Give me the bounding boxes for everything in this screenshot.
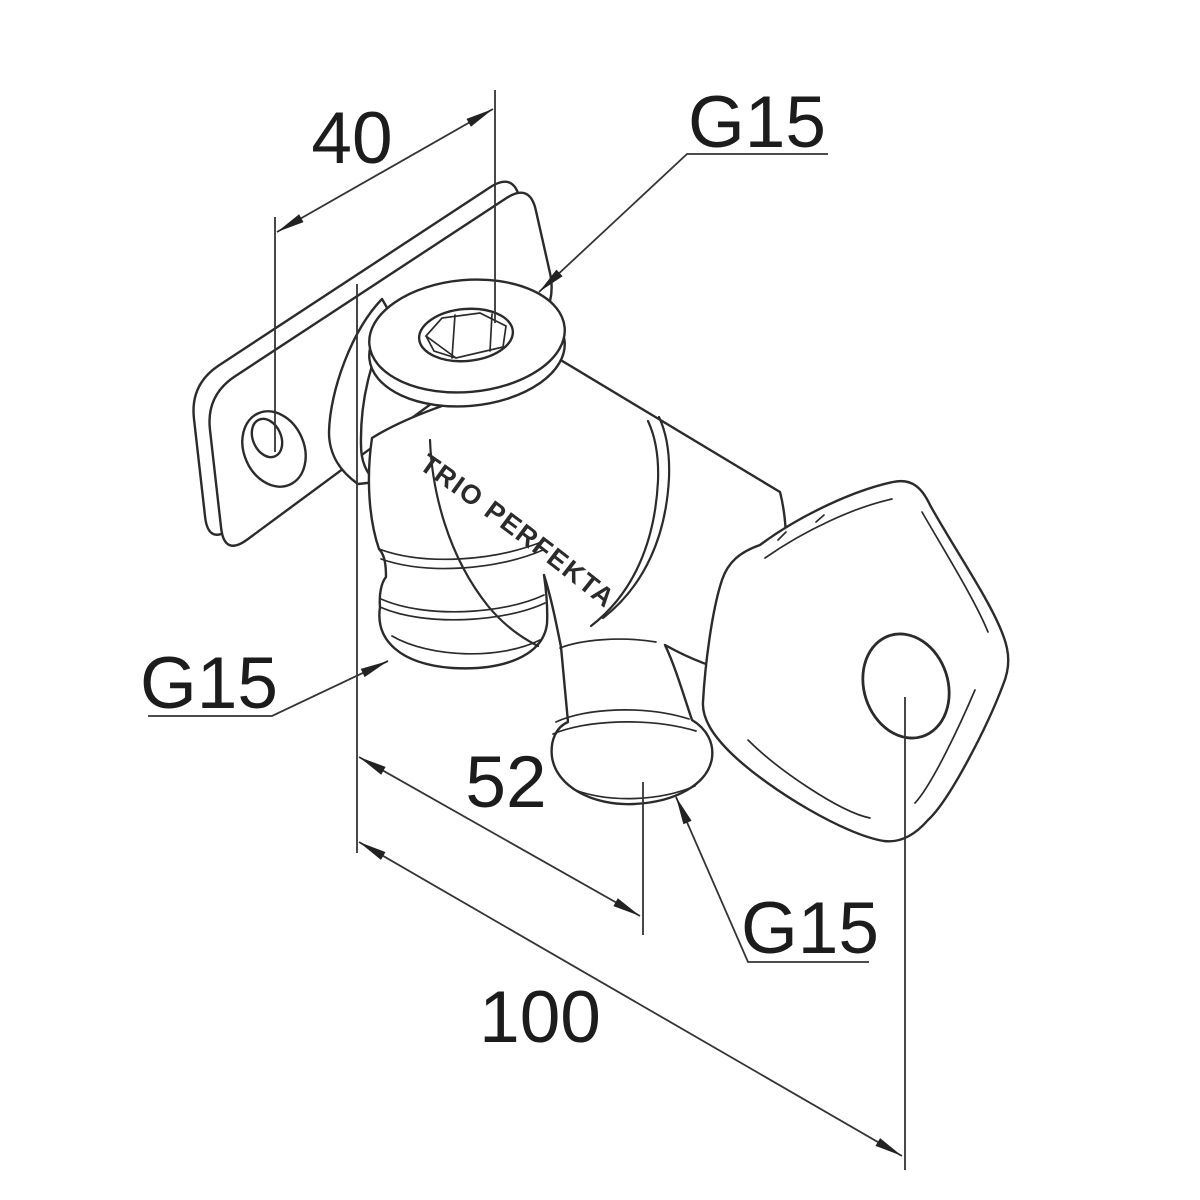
hex-socket-chamfer xyxy=(425,335,457,359)
spout-collar-rim xyxy=(555,709,690,723)
thread-label-spout: G15 xyxy=(675,796,879,969)
spout-bottom-face xyxy=(574,785,696,800)
outlet-seat-rim xyxy=(378,540,545,561)
barrel-ring-outer xyxy=(601,415,671,620)
knob-chamfer-top xyxy=(764,498,893,559)
arrowhead xyxy=(539,269,563,292)
leader-line xyxy=(675,796,869,963)
arrowhead xyxy=(613,898,640,916)
spout-joint-line xyxy=(559,638,657,649)
dim-40-label: 40 xyxy=(311,98,392,179)
arrowhead xyxy=(360,661,388,678)
left-outlet-collar-rim-inner xyxy=(379,602,546,621)
handle-knob xyxy=(701,479,1010,843)
knob-edge-tick xyxy=(815,514,825,523)
thread-spout-label: G15 xyxy=(741,888,879,969)
dimension-line xyxy=(276,108,494,233)
dimension-40: 40 xyxy=(274,90,496,452)
knob-edge-tick xyxy=(777,531,787,541)
left-outlet-collar-rim xyxy=(380,594,545,613)
leader-line xyxy=(148,660,389,717)
arrowhead xyxy=(676,797,692,825)
thread-label-left-outlet: G15 xyxy=(140,643,389,724)
arrowhead xyxy=(277,214,304,232)
dim-52-label: 52 xyxy=(465,742,546,823)
barrel-ring-inner xyxy=(589,419,660,628)
dimension-line xyxy=(358,841,903,1157)
dimension-100: 100 xyxy=(358,697,906,1170)
knob-recess xyxy=(861,632,951,740)
arrowhead xyxy=(875,1138,902,1156)
arrowhead xyxy=(359,842,386,860)
dimension-52: 52 xyxy=(356,284,644,935)
hex-socket-edge xyxy=(451,314,456,359)
inlet-fitting xyxy=(368,278,566,408)
leader-line xyxy=(538,153,828,293)
dim-100-label: 100 xyxy=(479,977,601,1058)
spout-collar-rim-inner xyxy=(552,721,697,735)
arrowhead xyxy=(359,757,386,775)
dimension-line xyxy=(358,756,641,917)
thread-label-inlet: G15 xyxy=(538,82,828,293)
dimensions: 40 52 100 G15 G15 xyxy=(140,82,906,1170)
thread-inlet-label: G15 xyxy=(688,82,826,163)
body-band-edge xyxy=(428,438,540,648)
hex-socket-edge xyxy=(489,313,493,352)
thread-left-outlet-label: G15 xyxy=(140,643,278,724)
left-outlet-bottom-face xyxy=(391,635,541,655)
knob-chamfer-right xyxy=(921,511,989,633)
arrowhead xyxy=(466,109,493,127)
valve-body xyxy=(327,297,788,806)
knob-outline xyxy=(701,479,1010,843)
knob-chamfer-bottom xyxy=(914,689,976,804)
knob-chamfer-left xyxy=(747,739,871,819)
